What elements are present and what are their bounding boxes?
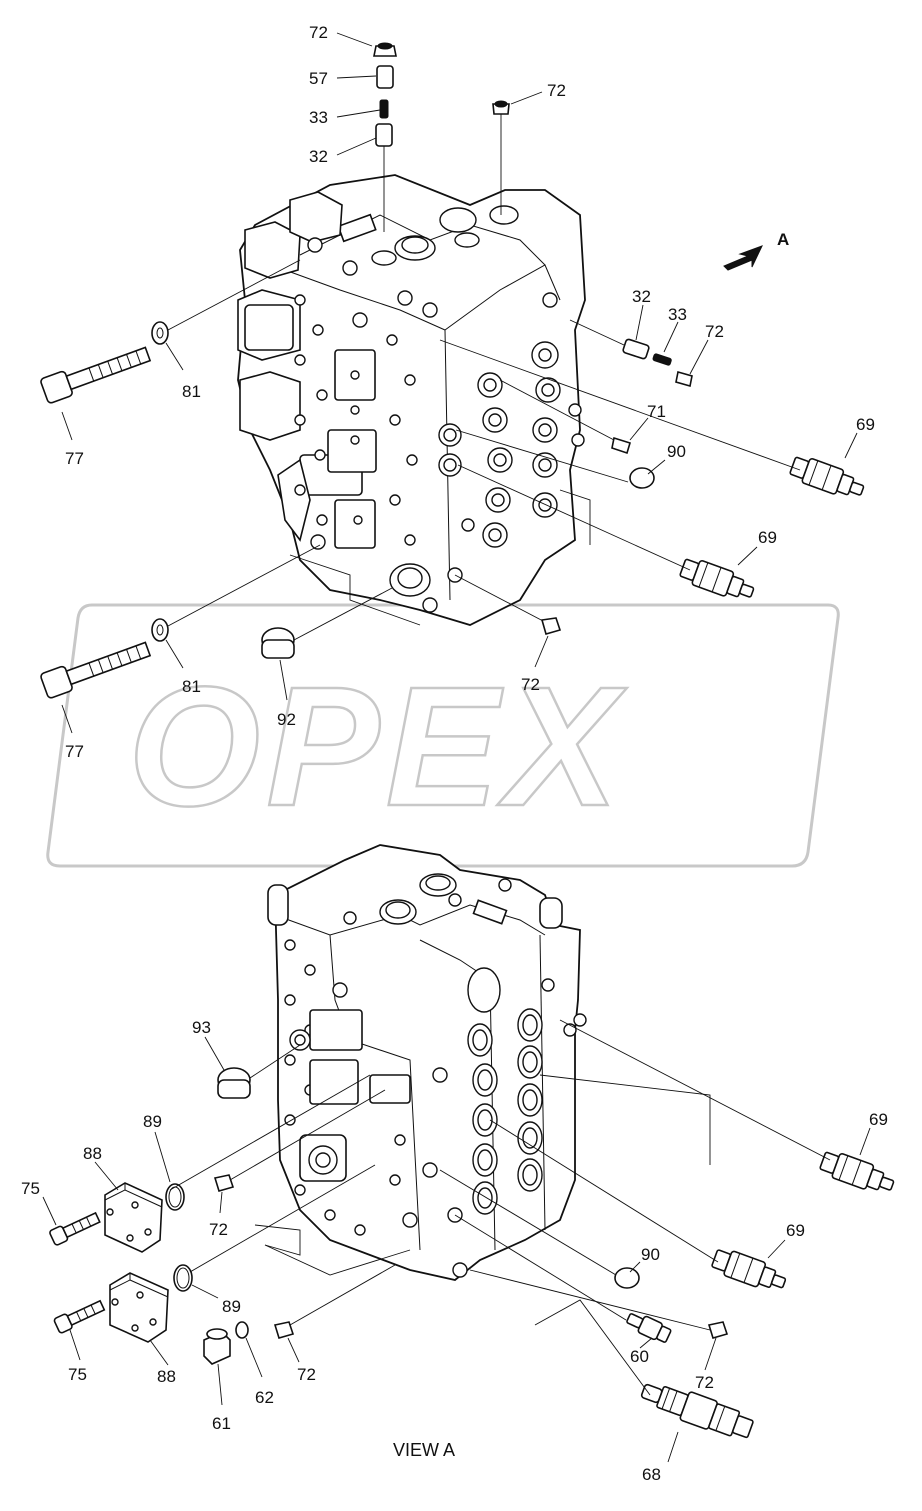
label-75-upper: 75 (21, 1179, 40, 1198)
sensor-68 (640, 1383, 754, 1439)
upper-right-parts (439, 319, 865, 635)
direction-label: A (777, 230, 789, 249)
label-88-lower: 88 (157, 1367, 176, 1386)
sleeve-57 (376, 65, 394, 89)
callout-leaders (42, 32, 871, 1463)
washer-81-lower (151, 618, 169, 642)
label-75-lower: 75 (68, 1365, 87, 1384)
label-68: 68 (642, 1465, 661, 1484)
callout-labels: 72 57 33 32 72 32 33 72 81 77 71 90 69 6… (21, 23, 888, 1484)
label-32-right: 32 (632, 287, 651, 306)
sensor-69-upper-right (789, 456, 865, 496)
label-33-top: 33 (309, 108, 328, 127)
label-60: 60 (630, 1347, 649, 1366)
label-32-top: 32 (309, 147, 328, 166)
label-81-lower: 81 (182, 677, 201, 696)
lower-left-parts (49, 1044, 411, 1365)
label-72-lower-right: 72 (695, 1373, 714, 1392)
upper-left-parts (40, 259, 421, 699)
label-81-upper: 81 (182, 382, 201, 401)
label-77-upper: 77 (65, 449, 84, 468)
upper-top-stack (373, 42, 510, 232)
label-62: 62 (255, 1388, 274, 1407)
label-90-lower: 90 (641, 1245, 660, 1264)
plug-72-upper-bottom (540, 617, 562, 635)
sensor-69-lower-right (819, 1151, 895, 1191)
fitting-61 (203, 1328, 231, 1365)
bolt-75-upper (49, 1211, 101, 1246)
oring-62 (235, 1321, 249, 1339)
label-69-lower-right: 69 (869, 1110, 888, 1129)
label-61: 61 (212, 1414, 231, 1433)
label-57: 57 (309, 69, 328, 88)
spring-33-right (652, 353, 672, 366)
lower-right-parts (439, 1019, 895, 1439)
label-72-upper-right: 72 (547, 81, 566, 100)
label-71: 71 (647, 402, 666, 421)
bolt-77-lower (40, 641, 152, 699)
sensor-69-lower-mid (711, 1249, 787, 1289)
label-72-upper-bottom: 72 (521, 675, 540, 694)
label-88-upper: 88 (83, 1144, 102, 1163)
label-69-upper-mid: 69 (758, 528, 777, 547)
label-69-lower-mid: 69 (786, 1221, 805, 1240)
plug-71 (611, 436, 631, 455)
fitting-60 (626, 1313, 672, 1343)
label-72-lower-left: 72 (209, 1220, 228, 1239)
label-92: 92 (277, 710, 296, 729)
plug-72-lower-left (213, 1174, 235, 1192)
plunger-32-top (375, 123, 393, 147)
spring-33-top (379, 99, 389, 119)
plug-72-lower-right (707, 1321, 729, 1339)
view-a-caption: VIEW A (393, 1440, 455, 1460)
upper-right-face-ports (422, 292, 585, 613)
label-93: 93 (192, 1018, 211, 1037)
bolt-75-lower (53, 1299, 106, 1334)
plug-72-right (675, 370, 693, 388)
lower-valve-body (267, 844, 587, 1281)
plunger-32-right (622, 338, 650, 360)
view-direction-arrow: A (723, 230, 789, 271)
sensor-69-upper-mid (679, 558, 755, 598)
plug-90-upper (629, 467, 655, 489)
plug-72-lower-center (273, 1321, 295, 1339)
label-89-lower: 89 (222, 1297, 241, 1316)
upper-left-face-holes (294, 237, 438, 546)
label-33-right: 33 (668, 305, 687, 324)
label-77-lower: 77 (65, 742, 84, 761)
watermark: OPEX (46, 603, 840, 868)
washer-81-upper (151, 321, 169, 345)
label-89-upper: 89 (143, 1112, 162, 1131)
label-72-right: 72 (705, 322, 724, 341)
label-72-top: 72 (309, 23, 328, 42)
plug-90-lower (614, 1267, 640, 1289)
upper-valve-body (237, 174, 586, 626)
watermark-text: OPEX (128, 652, 627, 842)
label-69-upper-right: 69 (856, 415, 875, 434)
cover-88-upper (104, 1182, 163, 1253)
label-90-upper: 90 (667, 442, 686, 461)
lower-right-face-ports (422, 978, 587, 1278)
bolt-77-upper (40, 346, 152, 404)
cover-88-lower (109, 1272, 169, 1343)
label-72-lower-center: 72 (297, 1365, 316, 1384)
